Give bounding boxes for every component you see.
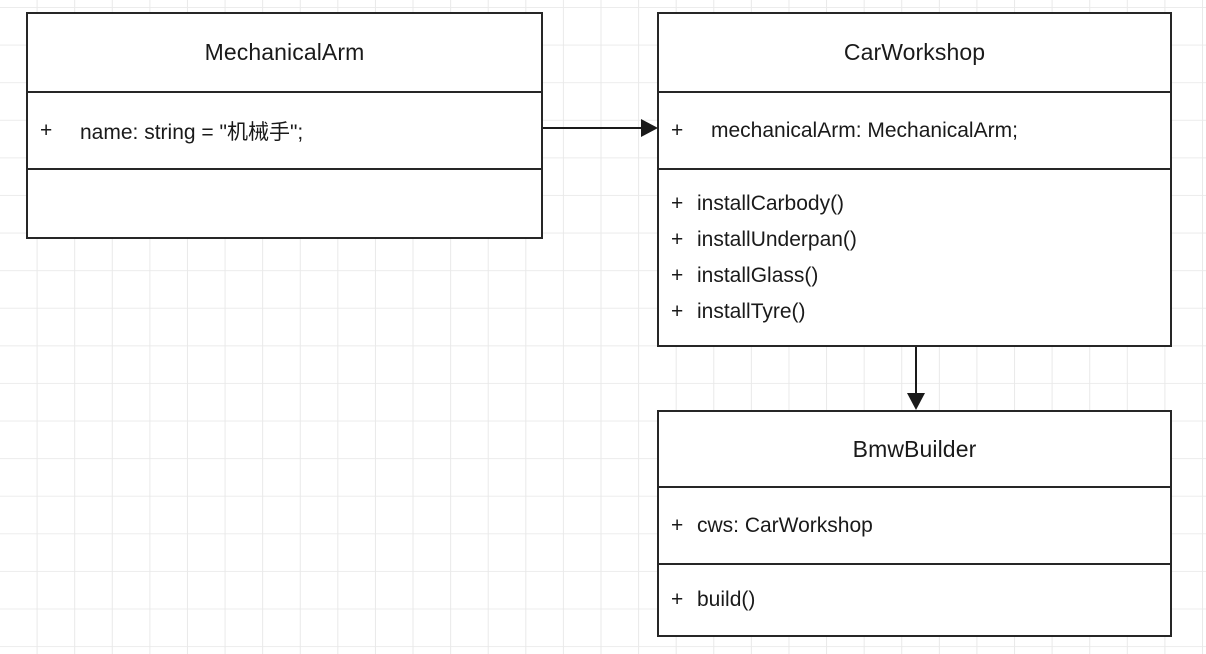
arrowhead-icon: [907, 393, 925, 410]
connector-line-mechanicalarm-to-carworkshop: [543, 127, 641, 129]
operation-signature: installGlass(): [697, 263, 819, 287]
class-title-bmw-builder: BmwBuilder: [852, 435, 977, 462]
visibility-marker: +: [671, 263, 684, 287]
uml-class-bmw-builder[interactable]: BmwBuilder + cws: CarWorkshop + build(): [657, 410, 1172, 637]
attributes-compartment-car-workshop: + mechanicalArm: MechanicalArm;: [659, 91, 1170, 168]
attribute-row: + name: string = "机械手";: [28, 113, 541, 149]
operation-row: + build(): [659, 582, 1170, 618]
operation-signature: build(): [697, 588, 756, 611]
attribute-row: + cws: CarWorkshop: [659, 508, 1170, 544]
operation-row: + installTyre(): [659, 294, 1170, 330]
attribute-signature: name: string = "机械手";: [80, 120, 304, 144]
visibility-marker: +: [671, 513, 684, 537]
operation-signature: installCarbody(): [697, 191, 845, 215]
operation-signature: installTyre(): [697, 299, 806, 323]
connector-line-carworkshop-to-bmwbuilder: [915, 347, 917, 393]
operation-signature: installUnderpan(): [697, 227, 857, 251]
attributes-compartment-mechanical-arm: + name: string = "机械手";: [28, 91, 541, 168]
attributes-compartment-bmw-builder: + cws: CarWorkshop: [659, 486, 1170, 563]
visibility-marker: +: [671, 299, 684, 323]
operations-compartment-mechanical-arm: [28, 168, 541, 237]
arrowhead-icon: [641, 119, 658, 137]
class-title-car-workshop: CarWorkshop: [843, 39, 986, 65]
operation-row: + installGlass(): [659, 258, 1170, 294]
visibility-marker: +: [671, 588, 684, 611]
attribute-signature: cws: CarWorkshop: [697, 513, 873, 537]
class-title-mechanical-arm: MechanicalArm: [204, 39, 365, 65]
uml-class-car-workshop[interactable]: CarWorkshop + mechanicalArm: MechanicalA…: [657, 12, 1172, 347]
attribute-row: + mechanicalArm: MechanicalArm;: [659, 113, 1170, 149]
visibility-marker: +: [671, 191, 684, 215]
uml-class-mechanical-arm[interactable]: MechanicalArm + name: string = "机械手";: [26, 12, 543, 239]
operation-row: + installCarbody(): [659, 186, 1170, 222]
visibility-marker: +: [671, 227, 684, 251]
operations-compartment-car-workshop: + installCarbody() + installUnderpan() +…: [659, 168, 1170, 345]
attribute-signature: mechanicalArm: MechanicalArm;: [711, 118, 1018, 142]
operations-compartment-bmw-builder: + build(): [659, 563, 1170, 635]
operation-row: + installUnderpan(): [659, 222, 1170, 258]
visibility-marker: +: [40, 118, 53, 142]
visibility-marker: +: [671, 118, 684, 142]
